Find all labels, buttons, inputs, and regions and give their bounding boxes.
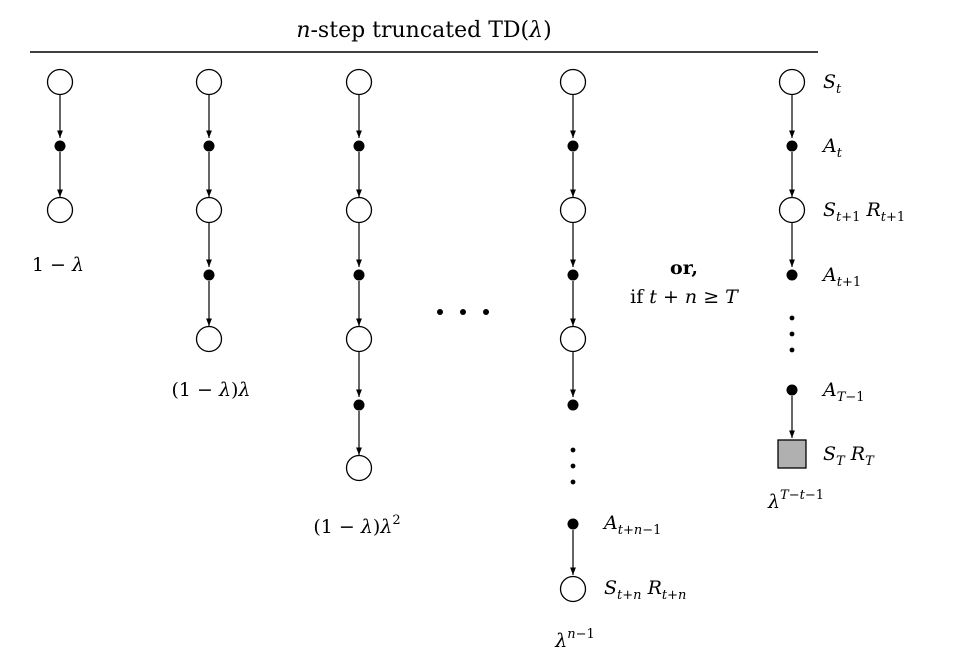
state-node	[195, 325, 223, 353]
action-node	[567, 399, 579, 411]
node-label-action: At+n−1	[602, 512, 661, 538]
condition-note: or, if t + n ≥ T	[630, 257, 739, 308]
state-node	[559, 68, 587, 96]
action-node	[567, 269, 579, 281]
backup-1-step: 1 − λ	[32, 68, 84, 276]
action-node	[203, 140, 215, 152]
state-node	[345, 325, 373, 353]
action-node	[786, 140, 798, 152]
state-node	[46, 68, 74, 96]
action-node	[353, 269, 365, 281]
state-node	[195, 68, 223, 96]
state-node	[559, 575, 587, 603]
node-label-action: AT−1	[821, 379, 865, 405]
state-node	[559, 196, 587, 224]
node-label-action: At	[821, 135, 843, 161]
node-label-state: St	[823, 71, 842, 97]
action-node	[786, 384, 798, 396]
vertical-ellipsis	[570, 447, 576, 485]
weight-label: λT−t−1	[767, 488, 824, 513]
state-node	[778, 196, 806, 224]
action-node	[54, 140, 66, 152]
terminal-state-node	[777, 439, 807, 469]
backup-to-termination: St At St+1 Rt+1 At+1 AT−1 ST RT	[767, 68, 905, 513]
condition-or: or,	[670, 257, 698, 279]
state-node	[778, 68, 806, 96]
action-node	[353, 399, 365, 411]
state-node	[46, 196, 74, 224]
backup-3-step: (1 − λ)λ2	[313, 68, 401, 538]
condition-if: if t + n ≥ T	[630, 286, 739, 308]
state-node	[345, 196, 373, 224]
ellipsis	[437, 309, 489, 315]
backup-n-step: At+n−1 St+n Rt+n λn−1	[554, 68, 686, 652]
node-label-action: At+1	[821, 264, 861, 290]
action-node	[203, 269, 215, 281]
weight-label: (1 − λ)λ	[171, 379, 250, 401]
action-node	[567, 518, 579, 530]
state-node	[195, 196, 223, 224]
node-label-state: St+1 Rt+1	[823, 199, 905, 225]
weight-label: 1 − λ	[32, 254, 84, 276]
state-node	[559, 325, 587, 353]
weight-label: λn−1	[554, 627, 595, 652]
action-node	[353, 140, 365, 152]
figure-title: n-step truncated TD(λ)	[296, 18, 551, 43]
action-node	[786, 269, 798, 281]
weight-label: (1 − λ)λ2	[313, 513, 400, 538]
state-node	[345, 454, 373, 482]
action-node	[567, 140, 579, 152]
state-node	[345, 68, 373, 96]
node-label-terminal: ST RT	[823, 443, 875, 469]
node-label-state: St+n Rt+n	[604, 577, 686, 603]
backup-2-step: (1 − λ)λ	[171, 68, 251, 401]
vertical-ellipsis	[789, 315, 795, 353]
